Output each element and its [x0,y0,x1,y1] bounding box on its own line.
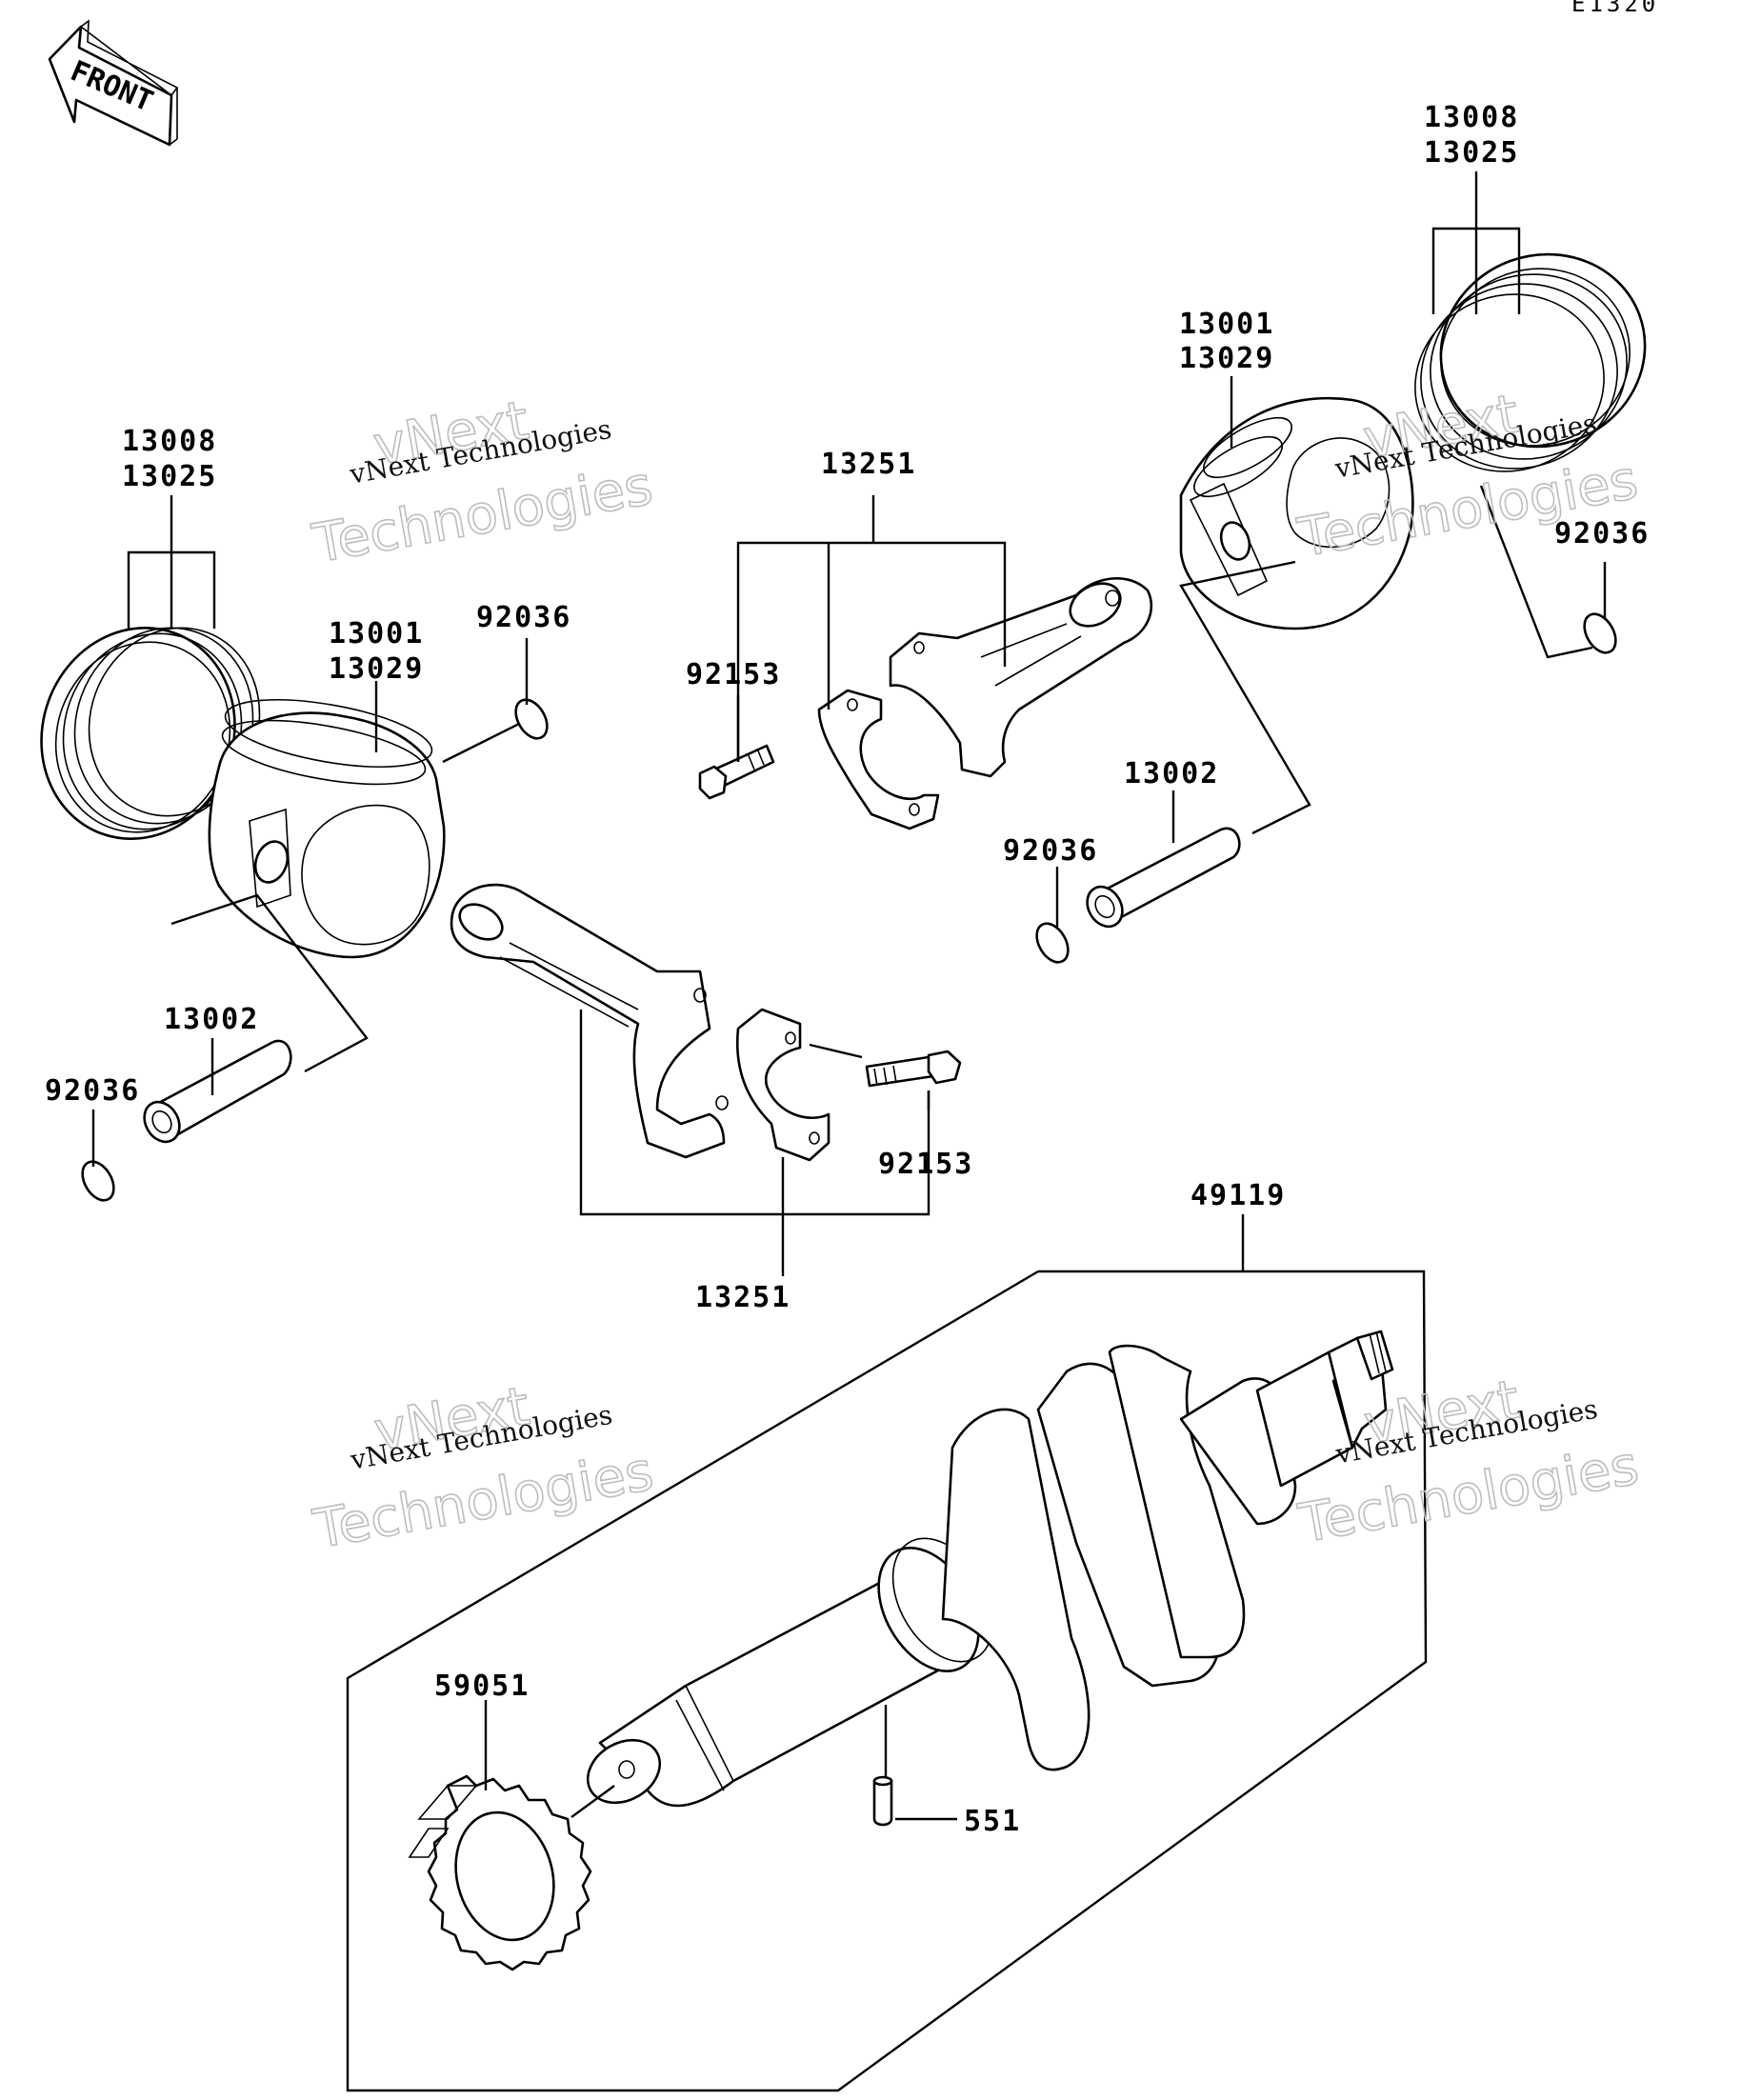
label-rod-right: 13251 [821,448,916,481]
circlip-left-top [514,698,549,740]
label-pin-left: 13002 [164,1003,259,1036]
piston-rings-right [1414,252,1647,472]
label-piston-right-2: 13029 [1179,342,1274,375]
label-key: 551 [964,1805,1021,1838]
label-rings-right-1: 13008 [1424,101,1519,134]
watermark-top-left: vNext vNext Technologies Technologies [308,389,658,576]
crankshaft-group-box [346,1270,1428,2092]
front-arrow-icon: FRONT [48,19,179,147]
crankshaft-gear [408,1774,592,1971]
circlip-left-bottom [81,1160,115,1202]
label-clip-left-top: 92036 [476,601,571,634]
connecting-rod-right [889,577,1153,778]
circlip-right-top [1583,612,1617,654]
label-bolt-right: 92153 [686,658,781,691]
label-piston-left-2: 13029 [329,652,424,686]
watermark-bottom-left: vNext vNext Technologies Technologies [308,1374,658,1562]
label-pin-right: 13002 [1124,757,1219,790]
label-clip-right-top: 92036 [1554,517,1650,550]
circlip-right-bottom [1035,922,1070,964]
woodruff-key [872,1775,893,1827]
rod-cap-left [735,1008,830,1162]
diagram-code: E1320 [1571,0,1659,17]
label-rings-left-1: 13008 [122,425,217,458]
label-rings-right-2: 13025 [1424,136,1519,170]
piston-left [208,699,446,959]
rod-cap-right [817,689,940,830]
piston-pin-left [143,1039,292,1144]
label-piston-right-1: 13001 [1179,308,1274,341]
connecting-rod-left [450,883,729,1159]
label-clip-right-bottom: 92036 [1003,834,1098,868]
piston-pin-right [1086,827,1241,929]
label-bolt-left: 92153 [878,1148,973,1181]
label-rod-left: 13251 [695,1281,790,1314]
label-rings-left-2: 13025 [122,460,217,493]
rod-bolt-left [865,1050,962,1088]
crankshaft [586,1330,1394,1808]
label-gear: 59051 [434,1670,530,1703]
label-clip-left-bottom: 92036 [45,1074,140,1108]
rod-bolt-right [698,744,775,800]
label-crankshaft: 49119 [1191,1179,1286,1212]
piston-right [1179,396,1414,630]
label-piston-left-1: 13001 [329,617,424,650]
